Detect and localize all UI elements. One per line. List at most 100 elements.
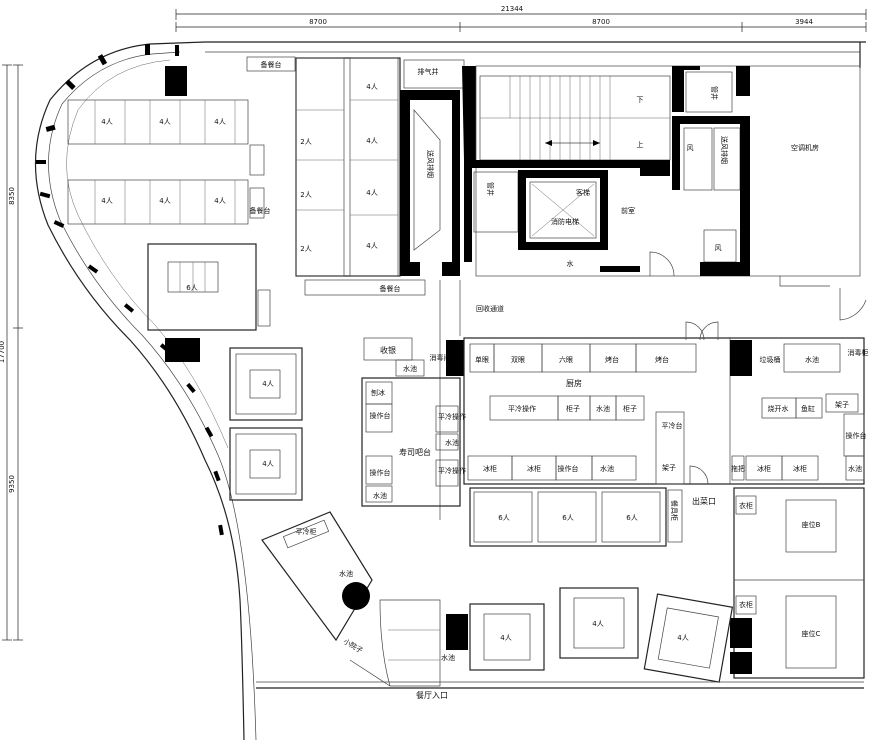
label-stair-up: 上 [637, 140, 644, 149]
table-2p-b: 2人 [300, 191, 311, 199]
label-grill-a: 烤台 [605, 355, 619, 364]
label-lobby: 前室 [621, 206, 635, 215]
label-fire-elevator: 消防电梯 [551, 217, 579, 226]
label-mop: 拖把 [731, 464, 745, 473]
dimension-lines: 21344 8700 8700 3944 8350 17700 9350 [0, 5, 867, 641]
table-4p-r2-a: 4人 [101, 197, 112, 205]
table-4p-r2-b: 4人 [159, 197, 170, 205]
table-6p-left: 6人 [186, 284, 197, 292]
label-cabinet-a: 柜子 [566, 404, 580, 413]
label-tableware-cabinet: 餐具柜 [670, 500, 679, 521]
label-air-conditioning-room: 空调机房 [791, 143, 819, 152]
dim-left-total: 17700 [0, 341, 6, 363]
table-2p-a: 2人 [300, 138, 311, 146]
table-4p-room-a: 4人 [262, 380, 273, 388]
label-six-eye: 六眼 [559, 355, 573, 364]
dim-seg-2: 8700 [592, 18, 610, 26]
curved-facade [34, 41, 866, 740]
label-single-eye: 单眼 [475, 355, 489, 364]
label-water-basin-garden: 水池 [339, 569, 353, 578]
label-wind-a: 风 [687, 144, 694, 152]
label-pipe-shaft: 管井 [486, 182, 495, 196]
label-garbage-bin: 垃圾桶 [760, 355, 781, 364]
label-disinfect-cabinet: 消毒柜 [848, 348, 869, 357]
table-4p-room-b: 4人 [262, 460, 273, 468]
label-cabinet-b: 柜子 [623, 404, 637, 413]
kitchen: 单眼 双眼 六眼 烤台 烤台 厨房 平冷操作 柜子 水池 柜子 平冷台 架子 冰… [463, 321, 869, 485]
label-wardrobe-b: 衣柜 [739, 600, 753, 609]
label-flat-cold-work-a: 平冷操作 [438, 412, 466, 421]
table-4p-booth-d: 4人 [366, 242, 377, 250]
label-recycle-corridor: 回收通道 [476, 304, 504, 313]
label-water-basin-far-right: 水池 [848, 464, 862, 473]
table-4p-r1-c: 4人 [214, 118, 225, 126]
label-small-garden: 小院子 [342, 637, 365, 655]
label-shelf-kitchen: 架子 [662, 464, 676, 472]
label-water-basin-sushi-a: 水池 [373, 491, 387, 500]
dim-left-top: 8350 [8, 187, 16, 205]
label-air-shaft-right: 送风排烟 [720, 136, 729, 164]
table-4p-booth-a: 4人 [366, 83, 377, 91]
table-6p-booth-a: 6人 [498, 514, 509, 522]
label-shelf-right: 架子 [835, 401, 849, 409]
table-4p-r1-a: 4人 [101, 118, 112, 126]
label-grill-b: 烤台 [655, 355, 669, 364]
dim-seg-3: 3944 [795, 18, 813, 26]
label-work-table-a: 操作台 [370, 411, 391, 420]
label-ice-cabinet-c: 冰柜 [757, 464, 771, 473]
label-prep-station-bottom: 备餐台 [380, 284, 401, 293]
label-double-eye: 双眼 [511, 356, 525, 364]
table-4p-bottom-c: 4人 [677, 634, 688, 642]
dim-left-bottom: 9350 [8, 475, 16, 493]
private-rooms-left: 4人 4人 [229, 347, 303, 501]
stair-treads [509, 76, 611, 160]
table-4p-r2-c: 4人 [214, 197, 225, 205]
label-flat-cold-work-kitchen: 平冷操作 [508, 404, 536, 413]
round-column [342, 582, 370, 610]
label-elevator: 客梯 [576, 188, 590, 197]
six-person-booths: 6人 6人 6人 餐具柜 出菜口 [469, 487, 716, 547]
label-ice-cabinet-a: 冰柜 [483, 464, 497, 473]
label-water-basin-entry: 水池 [441, 653, 455, 662]
column [165, 338, 200, 362]
label-ice-cabinet-d: 冰柜 [793, 464, 807, 473]
label-sushi-bar: 寿司吧台 [399, 447, 431, 457]
label-fish-tank: 鱼缸 [801, 404, 815, 413]
label-flat-cold-work-b: 平冷操作 [438, 466, 466, 475]
table-4p-booth-b: 4人 [366, 137, 377, 145]
label-exhaust-shaft: 排气井 [418, 67, 439, 76]
label-water-basin-kitchen: 水池 [596, 404, 610, 413]
label-flat-cold-table: 平冷台 [662, 421, 683, 430]
label-stair-down: 下 [637, 96, 644, 104]
label-water-basin-sushi-b: 水池 [445, 438, 459, 447]
label-wind-b: 风 [715, 244, 722, 252]
label-work-table-right: 操作台 [846, 431, 867, 440]
garden-area: 平冷柜 水池 小院子 [261, 511, 441, 687]
label-serving-window: 出菜口 [692, 496, 716, 506]
label-boiling-water: 烧开水 [768, 404, 789, 413]
dim-seg-1: 8700 [309, 18, 327, 26]
label-water-basin-right: 水池 [805, 355, 819, 364]
label-prep-station-top: 备餐台 [261, 60, 282, 69]
label-entrance: 餐厅入口 [416, 691, 448, 700]
top-left-dining: 备餐台 4人 4人 4人 4人 4人 4人 备餐台 6人 [67, 56, 296, 362]
building-core: 排气井 送风排烟 [400, 59, 867, 321]
label-water-core: 水 [567, 259, 574, 268]
table-2p-c: 2人 [300, 245, 311, 253]
dim-total-width: 21344 [501, 5, 524, 13]
label-prep-station-mid: 备餐台 [250, 206, 271, 215]
label-wardrobe-a: 衣柜 [739, 501, 753, 510]
label-seat-b: 座位B [802, 520, 821, 529]
label-work-table-kitchen: 操作台 [558, 464, 579, 473]
table-6p-booth-b: 6人 [562, 514, 573, 522]
table-4p-bottom-b: 4人 [592, 620, 603, 628]
column [165, 66, 187, 96]
label-disinfection: 消毒间 [430, 353, 451, 362]
label-seat-c: 座位C [802, 629, 821, 638]
table-6p-booth-c: 6人 [626, 514, 637, 522]
label-air-shaft: 送风排烟 [426, 150, 435, 178]
label-work-table-b: 操作台 [370, 468, 391, 477]
table-4p-r1-b: 4人 [159, 118, 170, 126]
table-4p-bottom-a: 4人 [500, 634, 511, 642]
